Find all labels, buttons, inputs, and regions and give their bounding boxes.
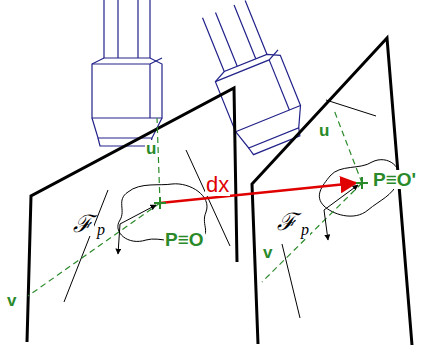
frame-subscript: p bbox=[300, 222, 310, 238]
gripper-right bbox=[191, 0, 311, 158]
axis-label: u bbox=[318, 122, 330, 139]
vector-label: dx bbox=[205, 174, 230, 196]
axis-label: v bbox=[6, 292, 17, 309]
frame-symbol: ℱ bbox=[276, 210, 298, 234]
axis-lines bbox=[28, 110, 362, 296]
gripper-left bbox=[92, 0, 162, 146]
displacement-arrow bbox=[160, 183, 356, 203]
axis-label: u bbox=[145, 140, 157, 157]
plane-left bbox=[27, 88, 237, 342]
point-marks bbox=[154, 177, 368, 209]
point-label: P≡O bbox=[164, 230, 205, 249]
axis-label: v bbox=[262, 244, 273, 261]
point-label: P≡O' bbox=[372, 170, 417, 189]
feature-lines bbox=[64, 100, 376, 318]
frame-symbol: ℱ bbox=[72, 212, 94, 236]
frame-subscript: p bbox=[96, 222, 106, 238]
